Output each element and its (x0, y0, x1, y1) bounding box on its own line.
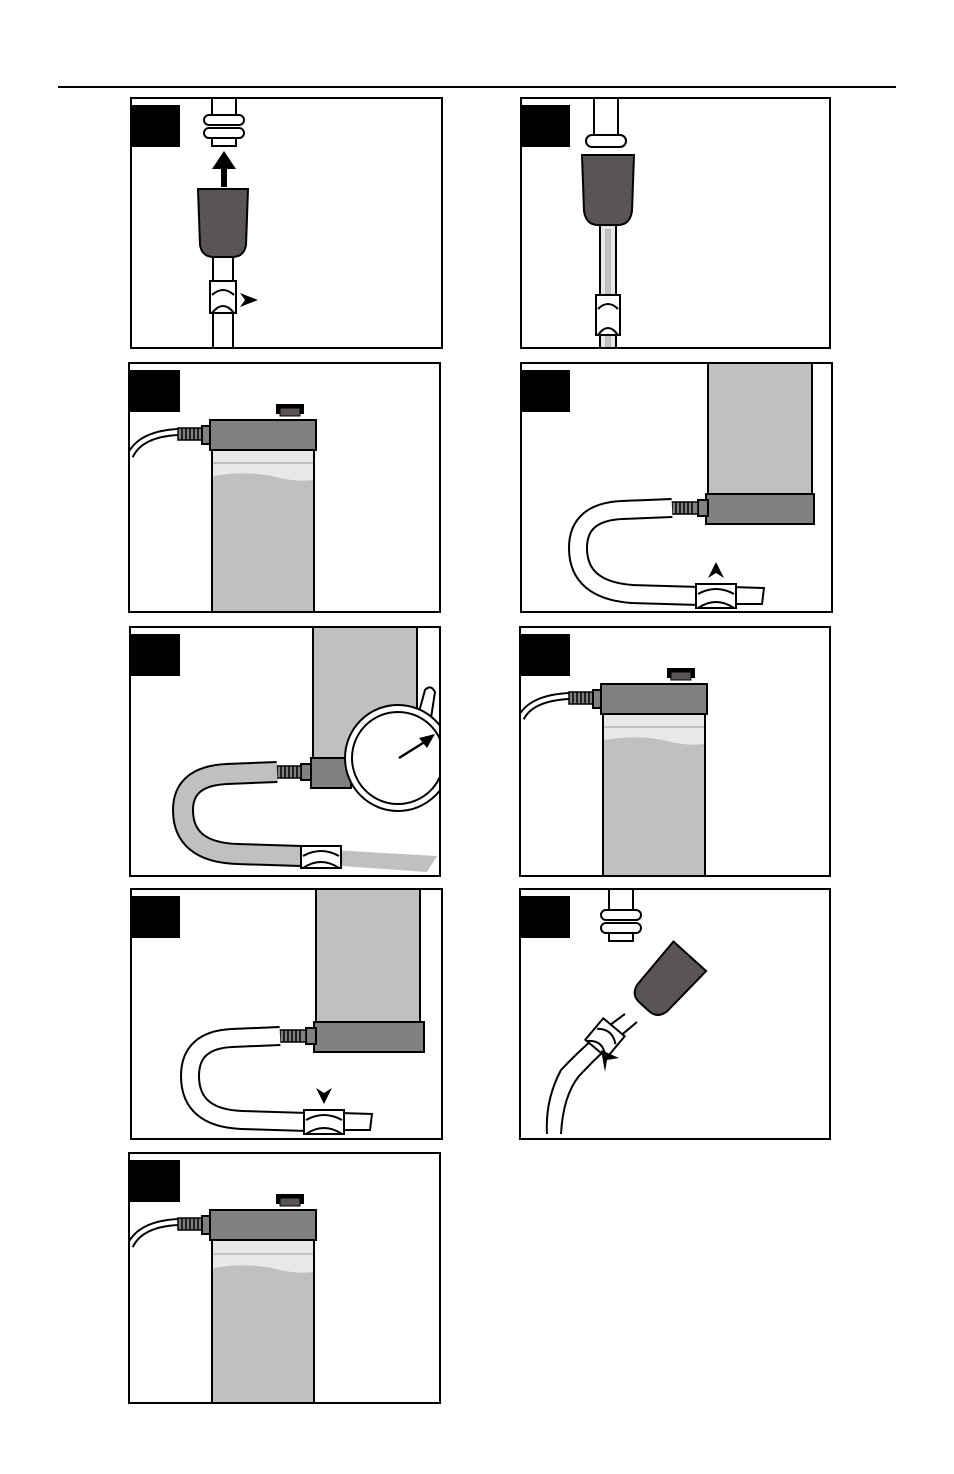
step-label-3 (128, 370, 180, 412)
step-panel-7 (130, 888, 443, 1140)
step-label-7 (130, 896, 180, 938)
step-panel-5 (129, 626, 441, 877)
step-label-2 (520, 105, 570, 147)
step-panel-6 (519, 626, 831, 877)
header-rule (58, 86, 896, 88)
step-label-6 (519, 634, 570, 676)
step-label-9 (128, 1160, 180, 1202)
step-label-1 (130, 105, 180, 147)
step-panel-2 (520, 97, 831, 349)
step-panel-8 (519, 888, 831, 1140)
step-label-5 (129, 634, 180, 676)
step-label-4 (520, 370, 570, 412)
step-panel-9 (128, 1152, 441, 1404)
step-panel-4 (520, 362, 833, 613)
step-panel-3 (128, 362, 441, 613)
step-panel-1 (130, 97, 443, 349)
step-label-8 (519, 896, 570, 938)
